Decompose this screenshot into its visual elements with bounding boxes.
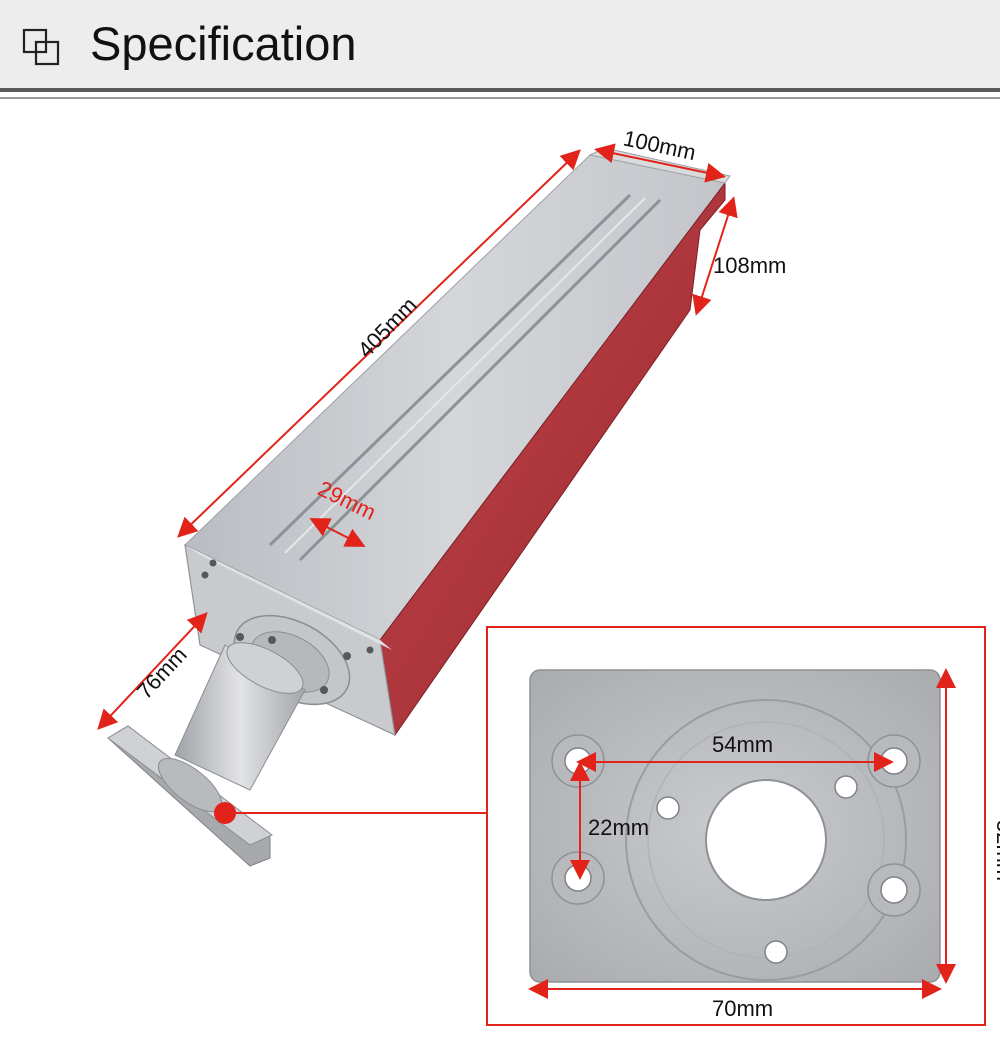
- dim-line-slot-width: [309, 518, 366, 547]
- beam: [184, 147, 731, 737]
- dim-line-length: [177, 149, 581, 538]
- overlapping-squares-icon: [22, 28, 60, 66]
- detail-box: [486, 626, 986, 1026]
- support-stem: [174, 642, 306, 791]
- page-title: Specification: [90, 17, 357, 70]
- dim-hole-h-label: 54mm: [712, 732, 773, 757]
- header-divider: [0, 88, 1000, 92]
- dim-hole-v-label: 22mm: [588, 815, 649, 840]
- dim-line-stem-length: [97, 612, 208, 730]
- header-divider-thin: [0, 97, 1000, 99]
- dim-plate-w-label: 70mm: [712, 996, 773, 1021]
- mounting-plate: [529, 669, 941, 983]
- section-header: Specification: [0, 0, 1000, 88]
- dim-height-side-label: 108mm: [713, 253, 786, 278]
- detail-marker: [214, 802, 236, 824]
- dim-line-width-top: [594, 143, 726, 183]
- dim-plate-h-label: 52mm: [992, 820, 1000, 881]
- dim-line-height-side: [692, 196, 738, 316]
- dim-stem-length-label: 76mm: [132, 642, 192, 704]
